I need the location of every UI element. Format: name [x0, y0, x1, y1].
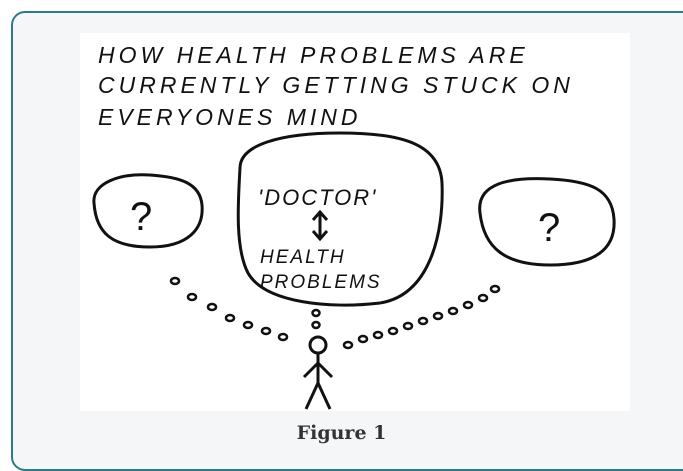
title-line-2: CURRENTLY GETTING STUCK ON [98, 72, 574, 98]
doodle-svg: HOW HEALTH PROBLEMS ARE CURRENTLY GETTIN… [92, 42, 616, 410]
title-line-1: HOW HEALTH PROBLEMS ARE [98, 42, 529, 68]
left-question-mark: ? [130, 195, 152, 239]
double-arrow-icon [311, 209, 329, 242]
right-question-mark: ? [538, 206, 560, 250]
right-thought-dots [342, 284, 501, 350]
doctor-label: 'DOCTOR' [258, 185, 377, 210]
right-thought-bubble [478, 177, 616, 267]
figure-caption: Figure 1 [296, 422, 387, 444]
health-label: HEALTH [260, 247, 346, 268]
problems-label: PROBLEMS [260, 272, 382, 293]
center-thought-dots [311, 308, 321, 330]
title-line-3: EVERYONES MIND [98, 104, 361, 130]
stick-figure [302, 335, 334, 410]
left-thought-bubble [92, 173, 204, 249]
center-thought-bubble [236, 131, 444, 307]
figure-drawing: HOW HEALTH PROBLEMS ARE CURRENTLY GETTIN… [80, 33, 630, 411]
left-thought-dots [169, 276, 289, 342]
